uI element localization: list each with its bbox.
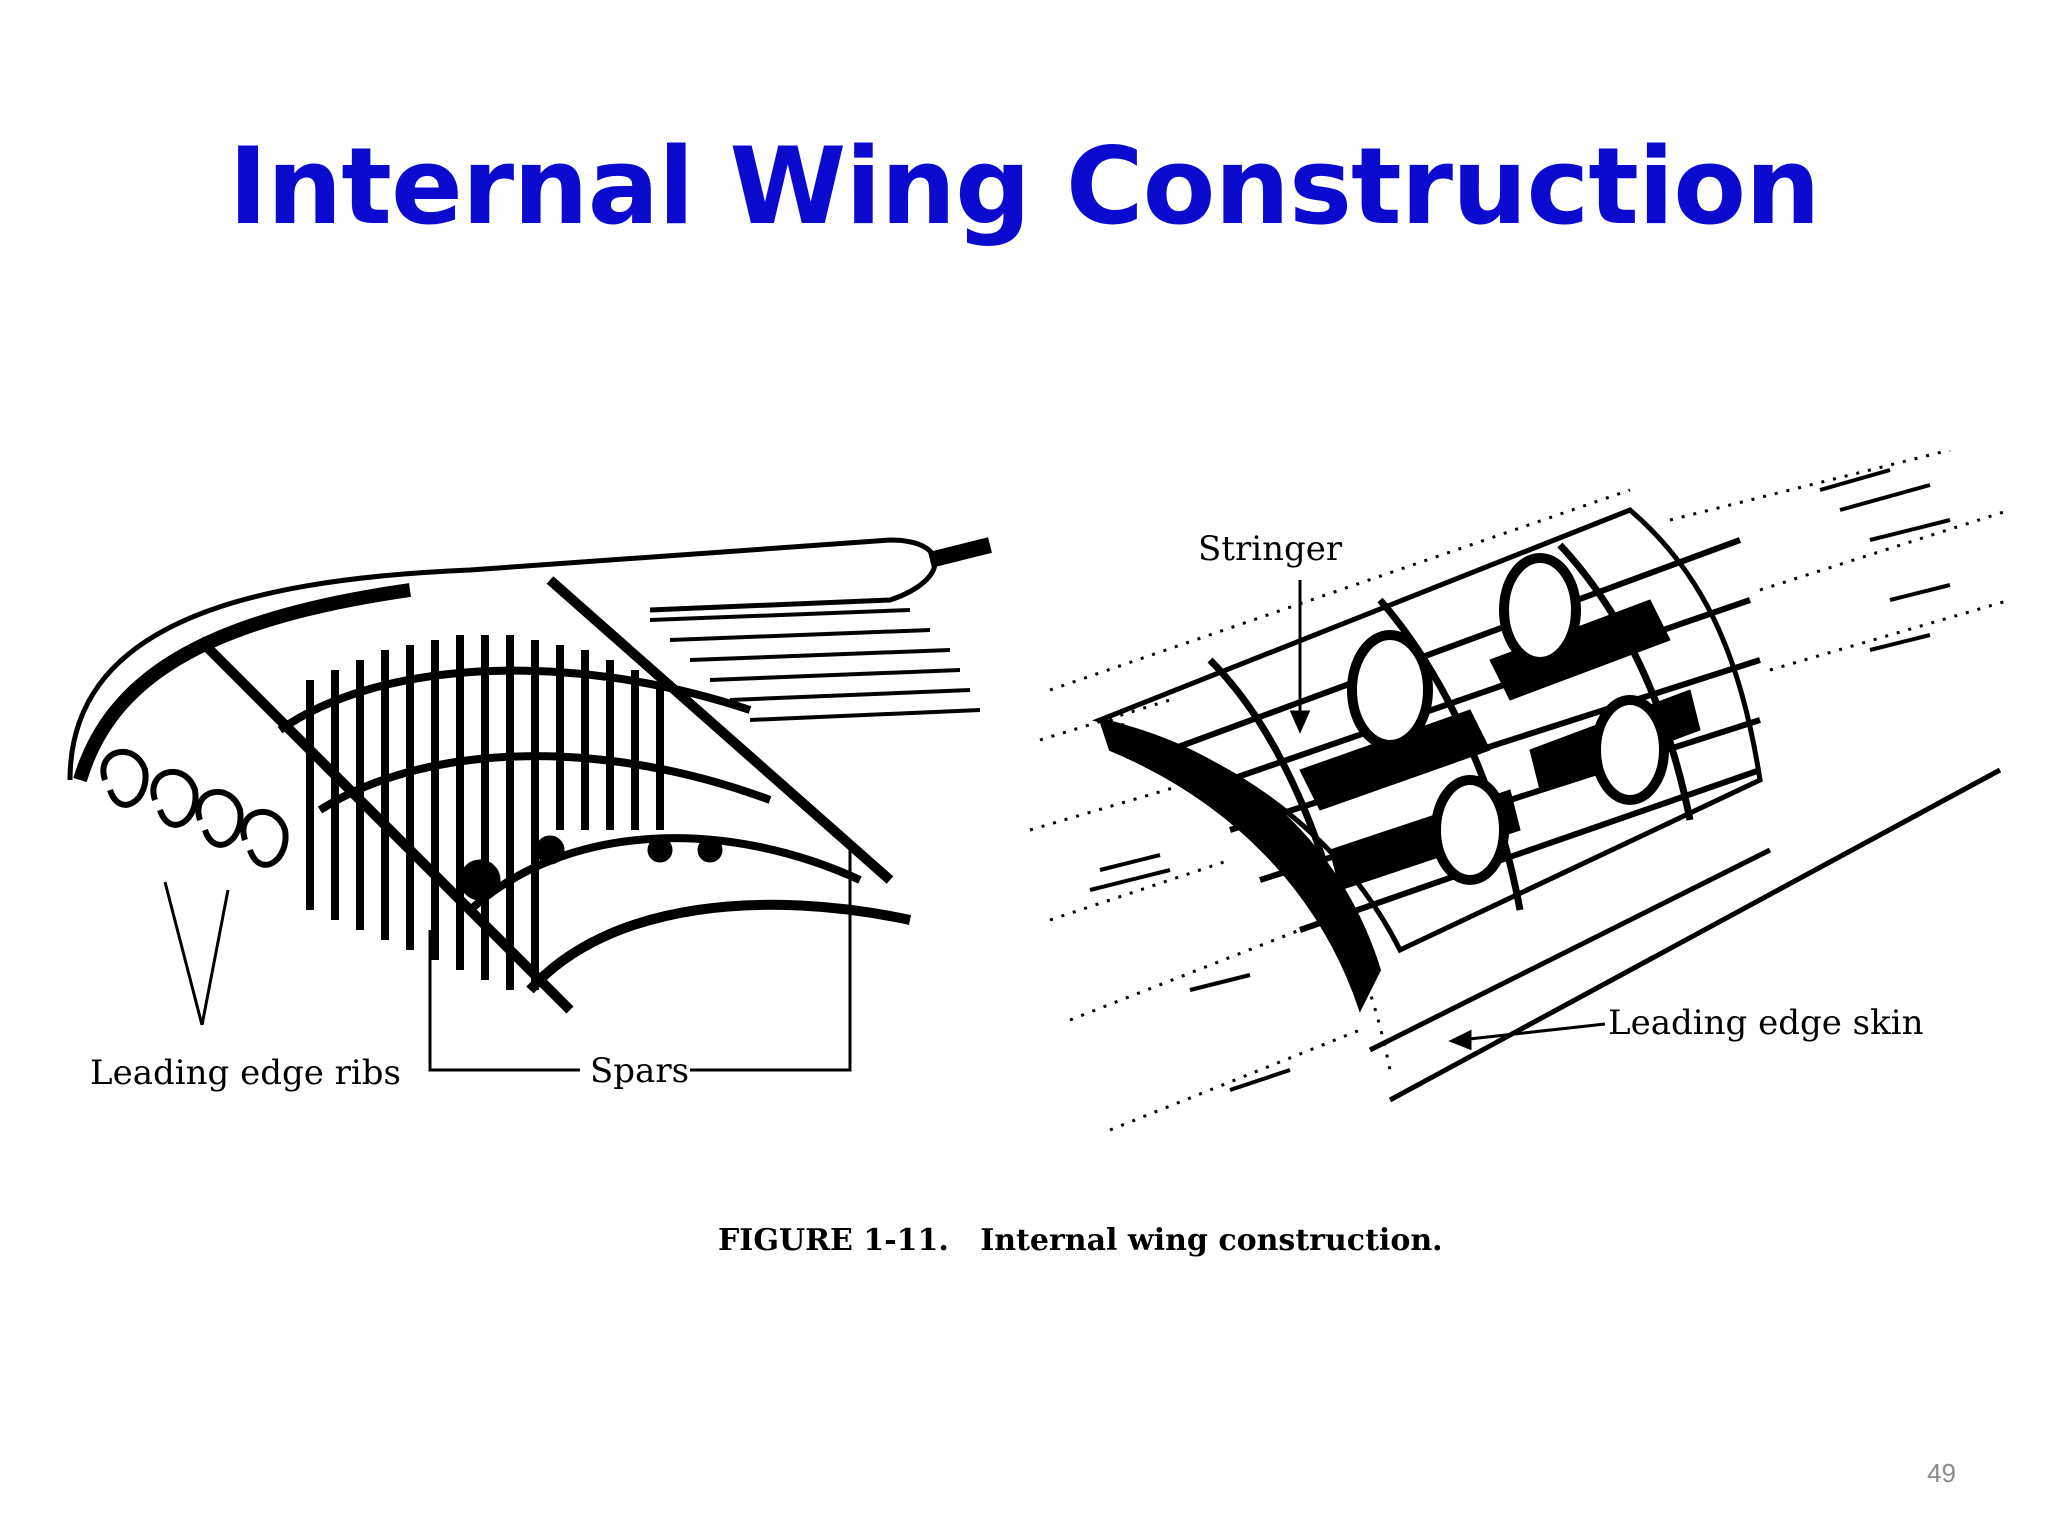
label-leading-edge-ribs: Leading edge ribs: [90, 1053, 401, 1093]
wing-construction-figure: Leading edge ribs Spars: [50, 450, 2010, 1270]
right-leader-lines: [1289, 580, 1606, 1051]
label-stringer: Stringer: [1198, 529, 1343, 569]
left-leader-lines: [163, 845, 852, 1072]
slide-title: Internal Wing Construction: [228, 125, 1820, 248]
figure-caption: FIGURE 1-11. Internal wing construction.: [718, 1223, 1443, 1258]
page-number: 49: [1927, 1458, 1956, 1488]
label-spars: Spars: [590, 1051, 689, 1091]
label-leading-edge-skin: Leading edge skin: [1608, 1003, 1923, 1043]
left-wing-illustration: [67, 537, 992, 1014]
right-wing-illustration: [1029, 450, 2010, 1132]
